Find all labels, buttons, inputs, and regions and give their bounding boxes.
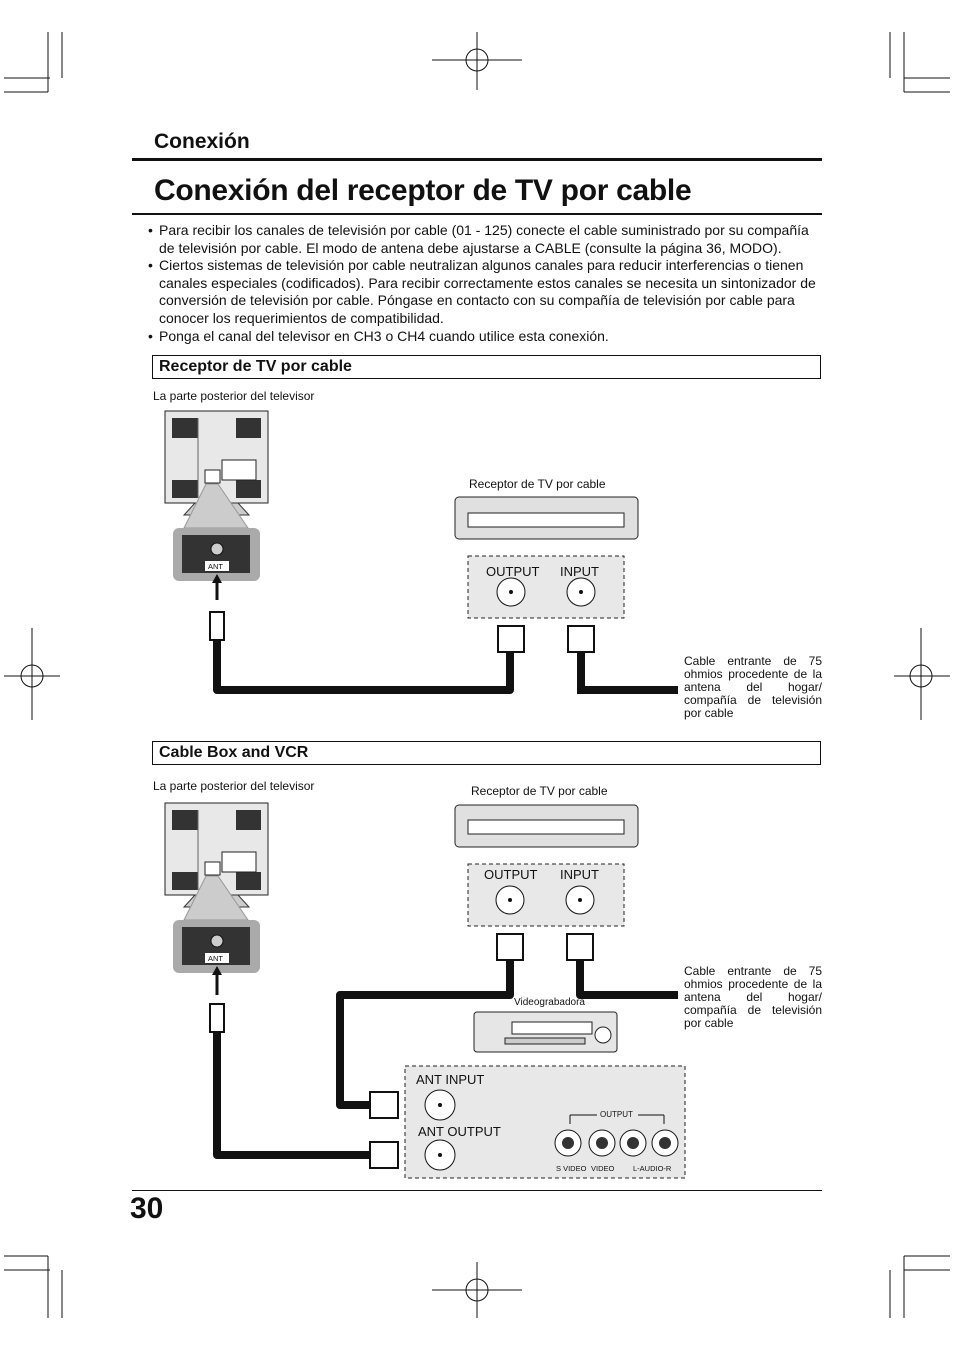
input-label: INPUT	[560, 867, 599, 882]
cable-caption: Cable entrante de 75 ohmios procedente d…	[684, 654, 822, 720]
section-title: Conexión	[154, 130, 250, 153]
ant-label: ANT	[208, 562, 223, 571]
ant-input-label: ANT INPUT	[416, 1072, 485, 1087]
vcr-label: Videograbadora	[514, 997, 585, 1008]
title-rule	[132, 213, 822, 215]
av-output-label: OUTPUT	[600, 1110, 633, 1119]
ant-output-label: ANT OUTPUT	[418, 1124, 501, 1139]
subheading-cable-box-vcr: Cable Box and VCR	[152, 741, 821, 765]
page-title: Conexión del receptor de TV por cable	[154, 174, 692, 207]
cable-box-label: Receptor de TV por cable	[471, 784, 608, 798]
crop-marks	[4, 32, 950, 1318]
footer-rule	[132, 1190, 822, 1191]
bullet-item: Para recibir los canales de televisión p…	[148, 222, 824, 257]
svideo-label: S VIDEO	[556, 1164, 587, 1173]
tv-back-label: La parte posterior del televisor	[153, 389, 315, 403]
subheading-cable-receiver: Receptor de TV por cable	[152, 355, 821, 379]
bullet-item: Ciertos sistemas de televisión por cable…	[148, 257, 824, 327]
intro-bullets: Para recibir los canales de televisión p…	[148, 222, 824, 345]
cable-caption: Cable entrante de 75 ohmios procedente d…	[684, 964, 822, 1030]
page-number: 30	[130, 1192, 164, 1225]
ant-label: ANT	[208, 954, 223, 963]
tv-back-label: La parte posterior del televisor	[153, 779, 315, 793]
output-label: OUTPUT	[486, 564, 540, 579]
audio-label: L-AUDIO-R	[633, 1164, 672, 1173]
bullet-item: Ponga el canal del televisor en CH3 o CH…	[148, 328, 824, 346]
output-label: OUTPUT	[484, 867, 538, 882]
video-label: VIDEO	[591, 1164, 615, 1173]
cable-box-label: Receptor de TV por cable	[469, 477, 606, 491]
input-label: INPUT	[560, 564, 599, 579]
header-rule	[132, 158, 822, 161]
